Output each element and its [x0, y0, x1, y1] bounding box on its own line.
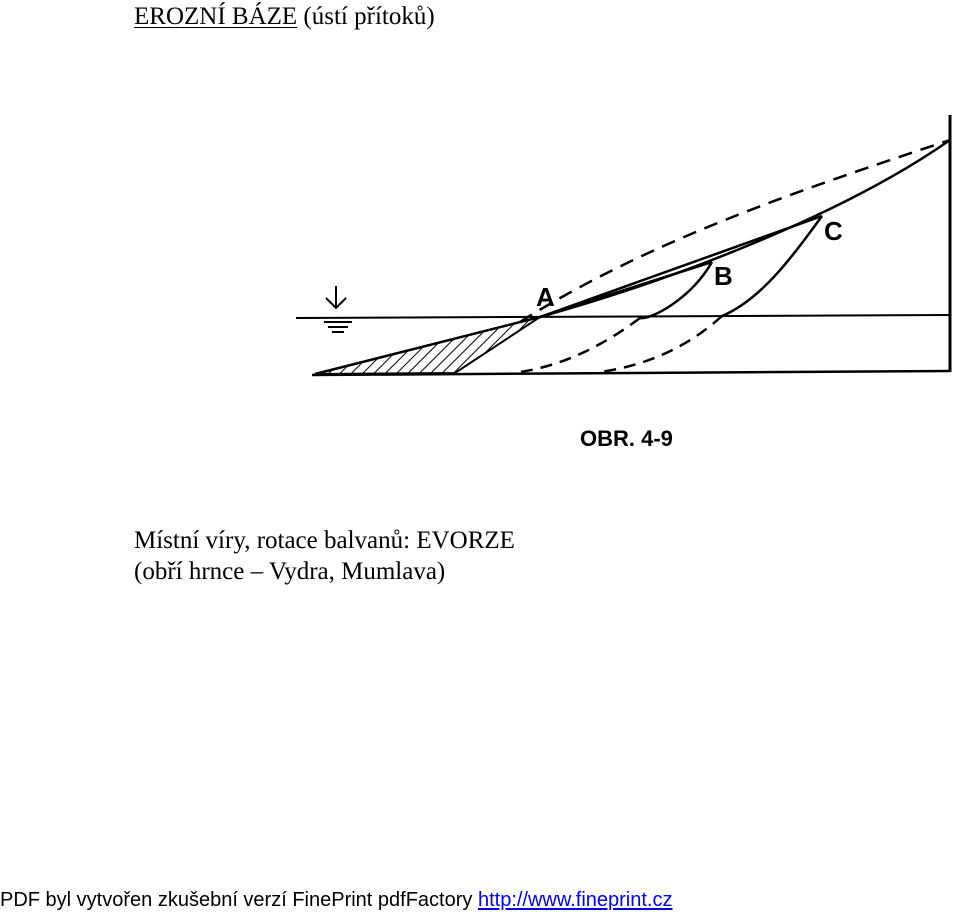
profile-a-to-top [539, 138, 951, 319]
label-a: A [536, 282, 555, 312]
pdf-watermark-footer: PDF byl vytvořen zkušební verzí FinePrin… [0, 887, 672, 913]
heading-subtitle: (ústí přítoků) [297, 3, 435, 30]
caption-line-2: (obří hrnce – Vydra, Mumlava) [134, 558, 446, 585]
figure-number: OBR. 4-9 [580, 426, 673, 451]
dashed-curve-c-base [599, 315, 723, 374]
curve-b-down [639, 261, 714, 320]
slope-base-to-a [314, 315, 541, 376]
erosion-base-diagram: A B C OBR. 4-9 [295, 115, 952, 451]
dashed-upper-profile [519, 138, 951, 324]
label-c: C [824, 216, 843, 246]
curve-c-down [721, 215, 824, 318]
dashed-curve-b-base [519, 316, 641, 374]
fineprint-link[interactable]: http://www.fineprint.cz [477, 889, 673, 911]
caption-line-1: Místní víry, rotace balvanů: EVORZE [134, 527, 515, 554]
water-level-line [295, 314, 951, 319]
water-level-symbol [324, 286, 352, 333]
base-line [311, 369, 951, 377]
page-heading: EROZNÍ BÁZE (ústí přítoků) [134, 2, 435, 32]
label-b: B [714, 261, 733, 291]
heading-underlined-title: EROZNÍ BÁZE [134, 3, 298, 30]
footer-text: PDF byl vytvořen zkušební verzí FinePrin… [0, 889, 478, 911]
